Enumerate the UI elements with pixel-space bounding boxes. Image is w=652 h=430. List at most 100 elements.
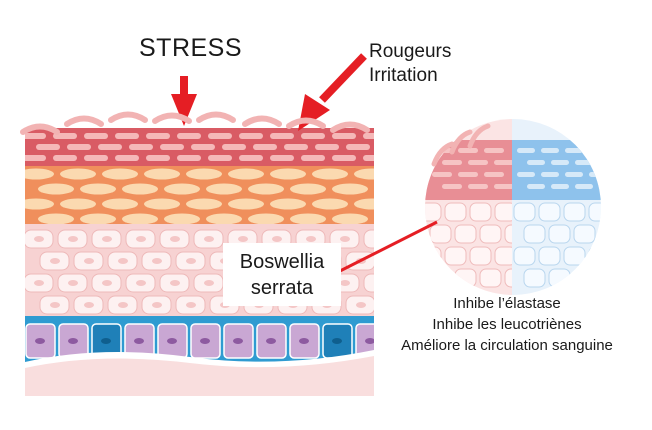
cell-nucleus [84,258,94,264]
granular-cell [102,198,138,210]
skin-flake [20,123,60,135]
granular-cell [248,213,284,225]
cell-nucleus [170,280,180,286]
corneum-cell [301,155,325,161]
granular-cell [144,198,180,210]
keratinocyte [429,224,452,244]
boswellia-label: Boswellia serrata [223,249,341,301]
granular-cell [312,168,348,180]
granular-cell [164,183,200,195]
skin-flake [449,129,473,155]
cell-nucleus [101,338,111,344]
corneum-cell [270,133,294,139]
granular-layer [25,166,410,226]
boswellia-line-1: Boswellia [239,251,325,273]
corneum-cell [565,148,583,153]
granular-cell [374,214,410,225]
cell-nucleus [186,258,196,264]
corneum-cell [541,148,559,153]
keratinocyte [563,202,586,222]
corneum-cell [25,155,46,161]
cell-nucleus [340,280,350,286]
corneum-cell [53,133,77,139]
cell-nucleus [118,258,128,264]
cell-nucleus [68,280,78,286]
cell-nucleus [152,302,162,308]
granular-cell [122,183,158,195]
granular-cell [186,168,222,180]
keratinocyte [588,246,601,266]
skin-flake [330,121,370,133]
cell-nucleus [68,236,78,242]
spinous-cell-layer [25,224,409,320]
stress-label: STRESS [139,34,243,62]
corneum-cell [25,133,46,139]
corneum-cell [527,160,545,165]
dermis-layer [25,350,374,396]
skin-flake [64,115,104,127]
corneum-cell [377,144,401,150]
corneum-cell [527,184,545,189]
keratinocyte [429,268,452,288]
skin-flake [431,141,455,167]
corneum-cell [565,172,583,177]
corneum-cell [115,155,139,161]
corneum-cell [363,155,374,161]
corneum-cell [494,184,514,189]
cell-nucleus [34,236,44,242]
skin-flake [286,117,326,129]
corneum-cell [599,160,601,165]
granular-cell [60,198,96,210]
skin-flake [152,112,192,124]
corneum-cell [301,133,325,139]
keratinocyte [454,224,477,244]
granular-cell [164,213,200,225]
cell-nucleus [356,302,366,308]
corneum-cell [551,160,569,165]
benefits-list: Inhibe l’élastase Inhibe les leucotriène… [370,293,644,356]
corneum-cell [484,172,504,177]
cell-nucleus [118,302,128,308]
benefit-item: Inhibe les leucotriènes [432,316,582,333]
cell-nucleus [238,236,248,242]
keratinocyte [479,268,502,288]
granular-cell [38,183,74,195]
keratinocyte [363,229,374,249]
cell-nucleus [272,236,282,242]
corneum-cell [98,144,122,150]
corneum-cell [253,144,277,150]
keratinocyte [523,224,546,244]
circle-flakes [431,123,491,167]
cell-nucleus [266,338,276,344]
keratinocyte [523,268,546,288]
cell-nucleus [365,338,374,344]
keratinocyte [513,202,536,222]
corneum-cell [541,172,559,177]
cell-nucleus [299,338,309,344]
corneum-cell [494,160,514,165]
corneum-cell [517,148,535,153]
granular-cell [290,183,326,195]
keratinocyte [573,268,596,288]
skin-flake [108,111,148,123]
corneum-cell [53,155,77,161]
granular-cell [206,213,242,225]
corneum-cell [468,184,488,189]
granular-cell [354,198,374,210]
corneum-cell [84,133,108,139]
corneum-cell [270,155,294,161]
keratinocyte [469,202,492,222]
cell-nucleus [35,338,45,344]
skin-cross-section [25,128,410,396]
keratinocyte [444,246,467,266]
granular-cell [228,168,264,180]
granular-cell [102,168,138,180]
corneum-cell [191,144,215,150]
corneum-cell [208,155,232,161]
granular-cell [290,213,326,225]
cell-nucleus [200,338,210,344]
corneum-cell [458,148,478,153]
granular-cell [332,213,368,225]
keratinocyte [380,252,409,270]
